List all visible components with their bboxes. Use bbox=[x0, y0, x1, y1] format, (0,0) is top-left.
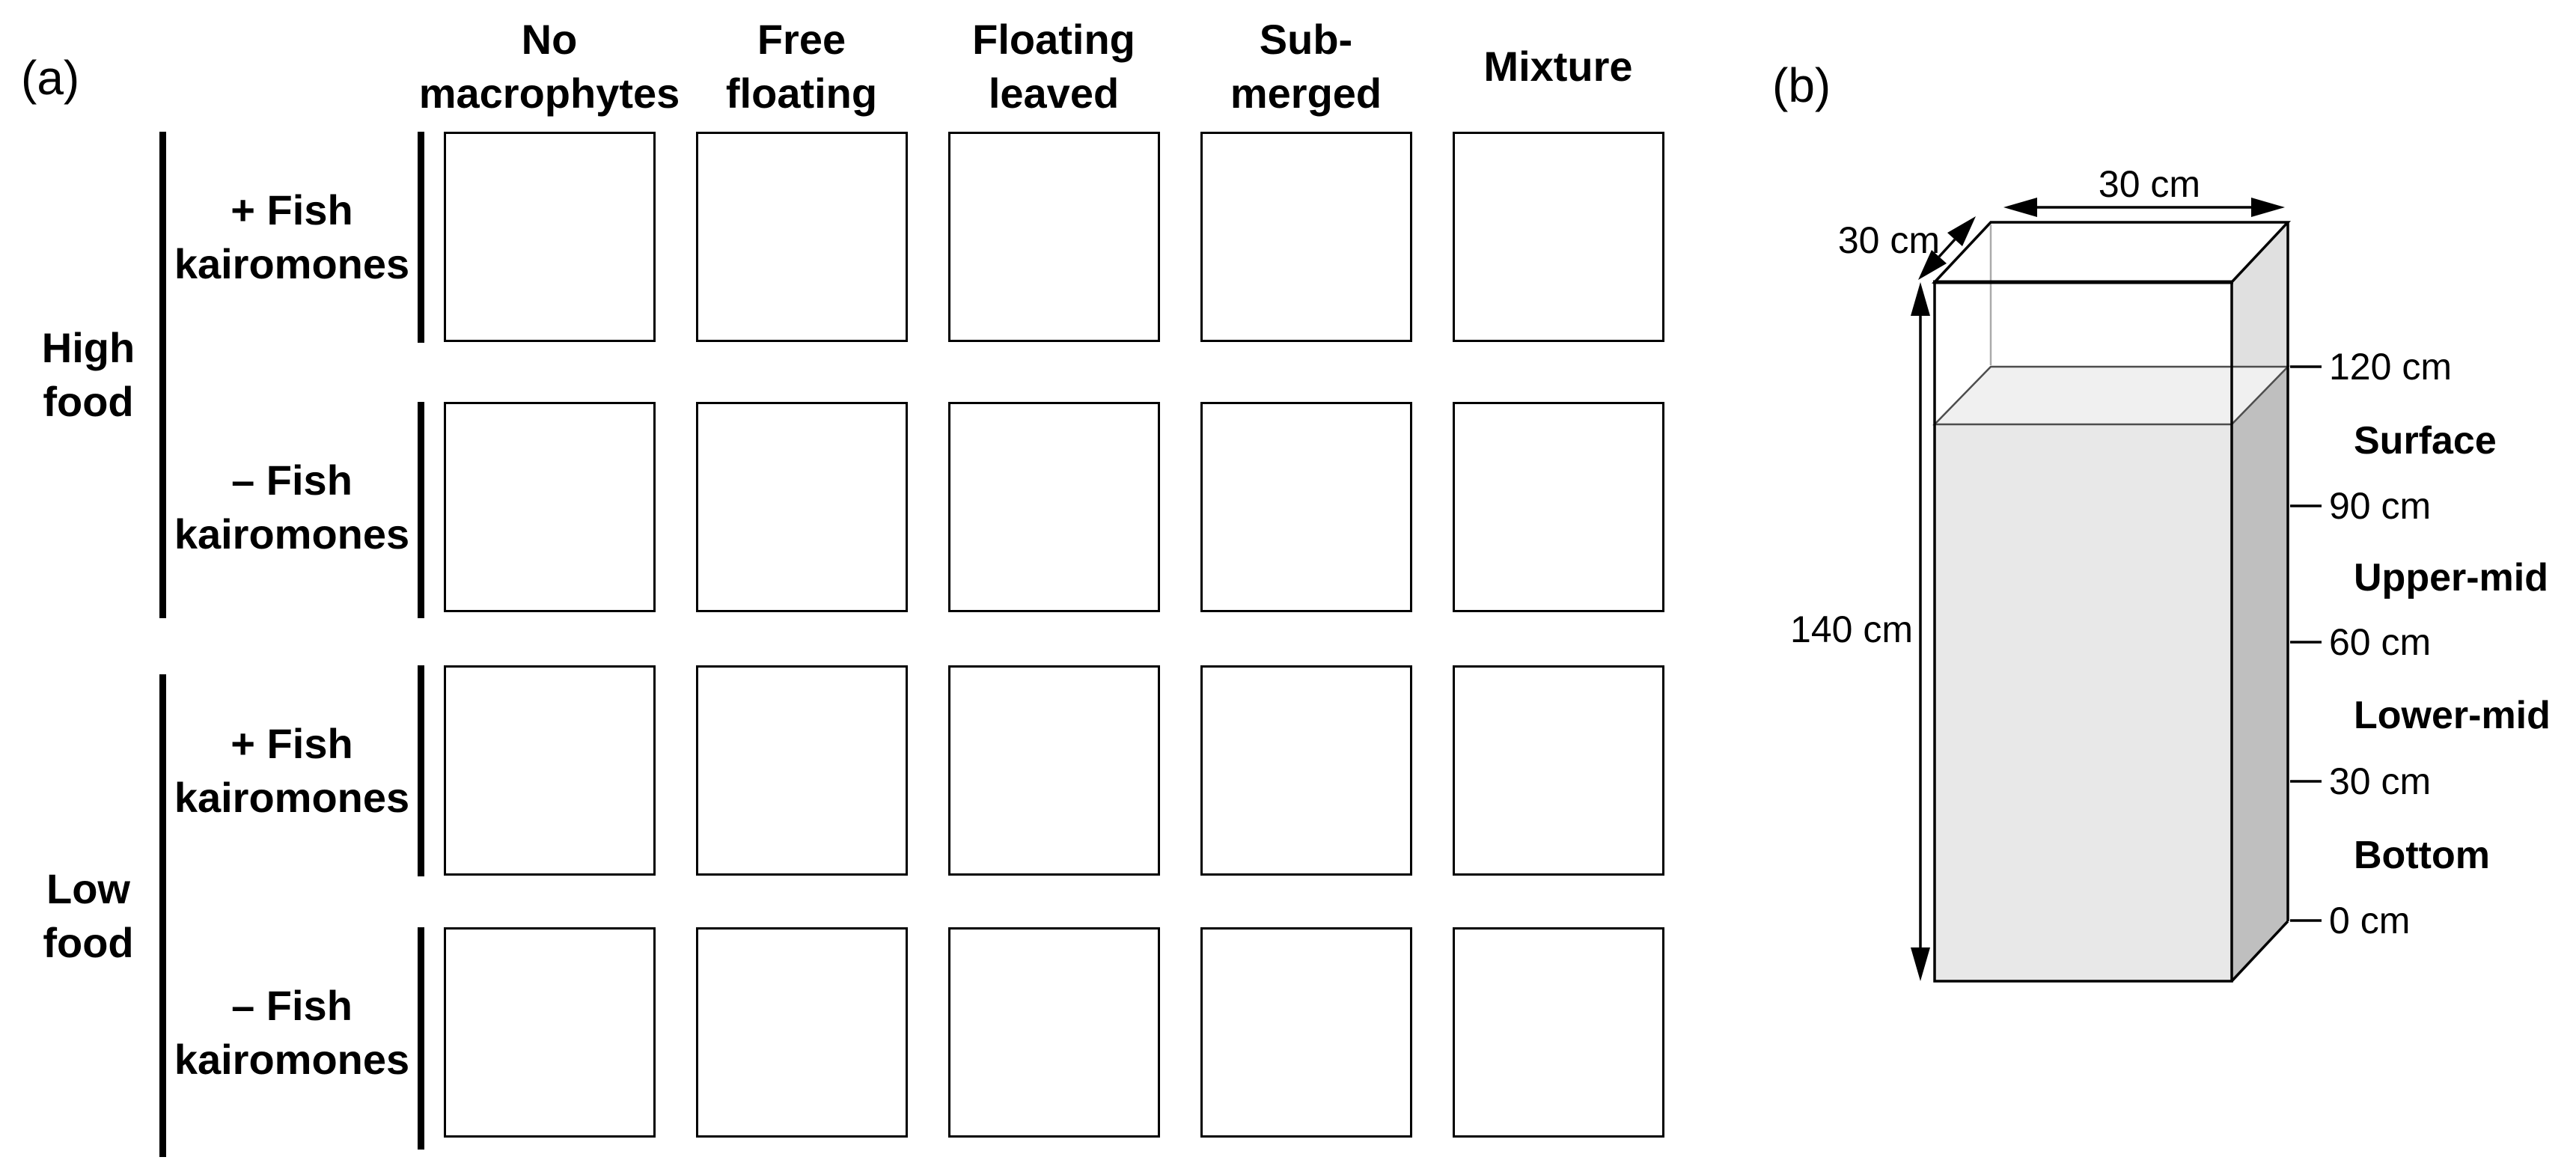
treatment-box bbox=[444, 927, 656, 1138]
column-header-free-floating: Free floating bbox=[725, 16, 878, 117]
treatment-box bbox=[444, 665, 656, 876]
zone-label-upper-mid: Upper-mid bbox=[2354, 556, 2548, 599]
treatment-box bbox=[1453, 402, 1664, 612]
depth-tick-label: 60 cm bbox=[2329, 621, 2431, 663]
high-food-bracket-line bbox=[159, 132, 166, 618]
depth-arrowhead-lower bbox=[1918, 250, 1947, 280]
zone-label-lower-mid: Lower-mid bbox=[2354, 694, 2551, 737]
tank-top-face bbox=[1931, 221, 2292, 284]
treatment-row bbox=[444, 665, 1664, 876]
treatment-box bbox=[948, 665, 1160, 876]
tank-side-face-water bbox=[2232, 367, 2288, 981]
treatment-box bbox=[444, 132, 656, 342]
row-bracket-line bbox=[418, 132, 424, 343]
treatment-box bbox=[1200, 927, 1412, 1138]
tank-bottom-right-edge bbox=[2230, 920, 2289, 983]
treatment-box bbox=[1453, 665, 1664, 876]
group-label-high-food: High food bbox=[41, 324, 135, 425]
treatment-box bbox=[696, 132, 908, 342]
depth-tick-label: 120 cm bbox=[2329, 346, 2452, 388]
treatment-box bbox=[1200, 665, 1412, 876]
low-food-bracket-line bbox=[159, 674, 166, 1157]
zone-label-bottom: Bottom bbox=[2354, 834, 2490, 877]
depth-tick-label: 0 cm bbox=[2329, 900, 2410, 941]
treatment-box bbox=[1453, 927, 1664, 1138]
zone-label-surface: Surface bbox=[2354, 419, 2497, 463]
treatment-box bbox=[948, 402, 1160, 612]
treatment-box bbox=[948, 132, 1160, 342]
treatment-row bbox=[444, 132, 1664, 342]
height-dimension-label: 140 cm bbox=[1790, 608, 1913, 650]
column-header-submerged: Sub- merged bbox=[1230, 16, 1382, 117]
row-label-low-minus-kairomones: – Fish kairomones bbox=[174, 981, 410, 1083]
depth-arrowhead-upper bbox=[1947, 216, 1976, 246]
width-arrowhead-left bbox=[2003, 198, 2037, 217]
group-label-low-food: Low food bbox=[43, 864, 134, 966]
treatment-box bbox=[1200, 402, 1412, 612]
height-arrowhead-top bbox=[1911, 282, 1930, 316]
row-bracket-line bbox=[418, 665, 424, 876]
treatment-row bbox=[444, 402, 1664, 612]
row-label-high-plus-kairomones: + Fish kairomones bbox=[174, 186, 410, 287]
treatment-box bbox=[696, 402, 908, 612]
treatment-box bbox=[696, 665, 908, 876]
treatment-box bbox=[1200, 132, 1412, 342]
column-header-floating-leaved: Floating leaved bbox=[972, 16, 1135, 117]
tank-front-face-water bbox=[1935, 424, 2232, 981]
depth-tick-label: 30 cm bbox=[2329, 760, 2431, 802]
depth-dimension-label: 30 cm bbox=[1838, 219, 1940, 261]
column-header-mixture: Mixture bbox=[1483, 43, 1633, 90]
width-dimension-label: 30 cm bbox=[2099, 163, 2200, 205]
treatment-box bbox=[948, 927, 1160, 1138]
width-arrowhead-right bbox=[2251, 198, 2285, 217]
depth-arrow bbox=[1938, 238, 1956, 258]
treatment-box bbox=[444, 402, 656, 612]
row-bracket-line bbox=[418, 402, 424, 618]
row-label-high-minus-kairomones: – Fish kairomones bbox=[174, 456, 410, 558]
depth-tick-label: 90 cm bbox=[2329, 485, 2431, 527]
treatment-row bbox=[444, 927, 1664, 1138]
height-arrowhead-bottom bbox=[1911, 947, 1930, 981]
water-surface bbox=[1932, 365, 2290, 426]
panel-b-label: (b) bbox=[1772, 58, 1831, 112]
row-bracket-line bbox=[418, 927, 424, 1150]
treatment-box bbox=[1453, 132, 1664, 342]
treatment-box bbox=[696, 927, 908, 1138]
column-header-no-macrophytes: No macrophytes bbox=[418, 16, 680, 117]
row-label-low-plus-kairomones: + Fish kairomones bbox=[174, 719, 410, 821]
panel-a-label: (a) bbox=[21, 51, 80, 105]
